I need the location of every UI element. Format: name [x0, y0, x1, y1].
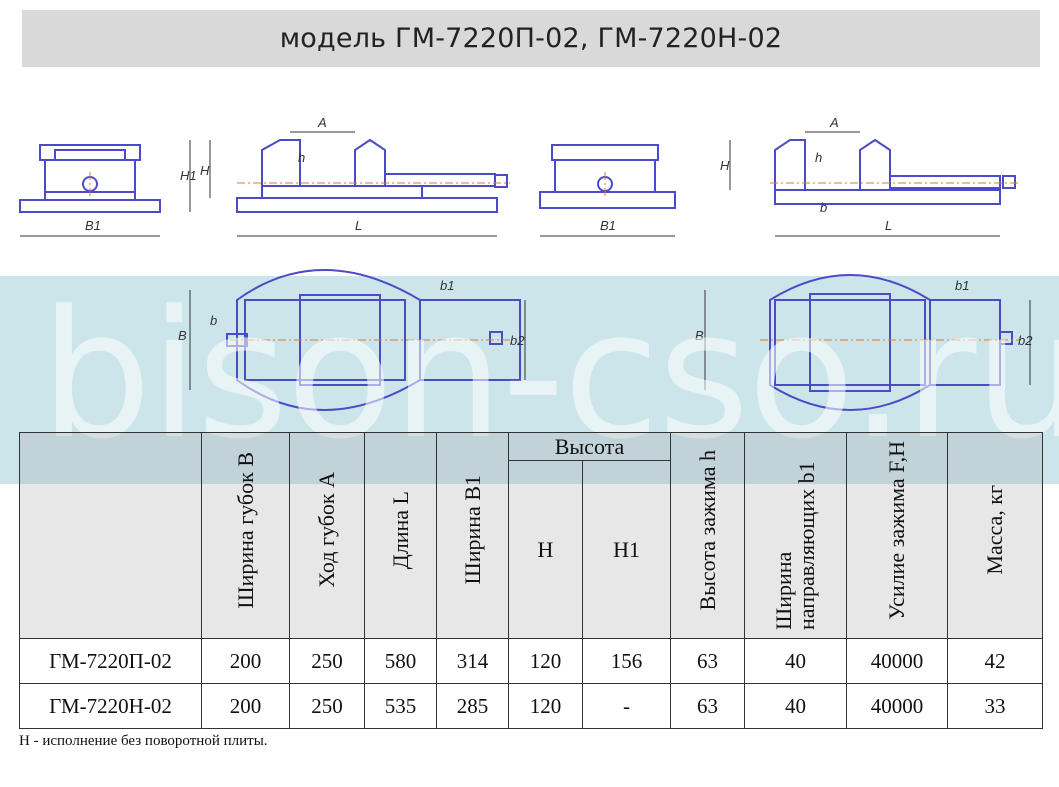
label-b-top2: B: [695, 328, 704, 343]
cell-force: 40000: [846, 638, 949, 684]
cell-guides: 40: [744, 638, 848, 684]
header-h: H: [508, 460, 583, 639]
cell-l: 535: [364, 683, 437, 729]
spec-table: Ширина губок B Ход губок A Длина L Ширин…: [19, 432, 1044, 729]
cell-mass: 33: [947, 683, 1044, 729]
header-mass: Масса, кг: [982, 485, 1008, 575]
label-b1-top1: b1: [440, 278, 454, 293]
table-row: ГМ-7220П-02 200 250 580 314 120 156 63 4…: [19, 638, 1044, 684]
label-b2-top2: b2: [1018, 333, 1033, 348]
label-l-side1: L: [355, 218, 362, 233]
label-bsmall-top1: b: [210, 313, 217, 328]
label-h1: H1: [180, 168, 197, 183]
cell-l: 580: [364, 638, 437, 684]
label-b1-front2: B1: [600, 218, 616, 233]
header-b: Ширина губок B: [232, 451, 258, 609]
header-a: Ход губок A: [314, 472, 340, 588]
cell-mass: 42: [947, 638, 1044, 684]
header-guides: Ширина направляющих b1: [771, 460, 820, 630]
label-a-side2: A: [829, 115, 839, 130]
cell-h: 120: [508, 683, 583, 729]
header-force: Усилие зажима F,H: [884, 440, 910, 620]
page-title: модель ГМ-7220П-02, ГМ-7220Н-02: [279, 23, 783, 54]
footnote: Н - исполнение без поворотной плиты.: [19, 733, 268, 749]
cell-h1: 156: [581, 638, 672, 684]
label-b-side2: b: [820, 200, 827, 215]
cell-a: 250: [289, 638, 365, 684]
label-hclamp-side2: h: [815, 150, 822, 165]
title-bar: модель ГМ-7220П-02, ГМ-7220Н-02: [22, 10, 1040, 67]
cell-b: 200: [201, 683, 290, 729]
table-row: ГМ-7220Н-02 200 250 535 285 120 - 63 40 …: [19, 683, 1044, 729]
label-hclamp-side1: h: [298, 150, 305, 165]
label-h-side1: H: [200, 163, 210, 178]
cell-h1: -: [581, 683, 672, 729]
cell-force: 40000: [846, 683, 949, 729]
header-model: [19, 432, 202, 639]
label-l-side2: L: [885, 218, 892, 233]
cell-a: 250: [289, 683, 365, 729]
label-b2-top1: b2: [510, 333, 525, 348]
cell-model: ГМ-7220Н-02: [19, 683, 202, 729]
cell-b1: 285: [436, 683, 509, 729]
cell-hz: 63: [670, 683, 746, 729]
label-a-side1: A: [317, 115, 327, 130]
header-h1: H1: [581, 460, 672, 639]
label-h-side2: H: [720, 158, 730, 173]
technical-drawing: B1 B1 L L A A H1 H H h h b B B b b1 b1 b…: [19, 115, 1033, 411]
header-height-group: Высота: [507, 432, 672, 461]
cell-model: ГМ-7220П-02: [19, 638, 202, 684]
header-b1: Ширина B1: [459, 475, 485, 585]
label-b1-front1: B1: [85, 218, 101, 233]
label-b1-top2: b1: [955, 278, 969, 293]
header-hclamp: Высота зажима h: [694, 449, 720, 611]
cell-h: 120: [508, 638, 583, 684]
header-l: Длина L: [387, 490, 413, 570]
cell-guides: 40: [744, 683, 848, 729]
cell-hz: 63: [670, 638, 746, 684]
label-b-top1: B: [178, 328, 187, 343]
cell-b1: 314: [436, 638, 509, 684]
cell-b: 200: [201, 638, 290, 684]
